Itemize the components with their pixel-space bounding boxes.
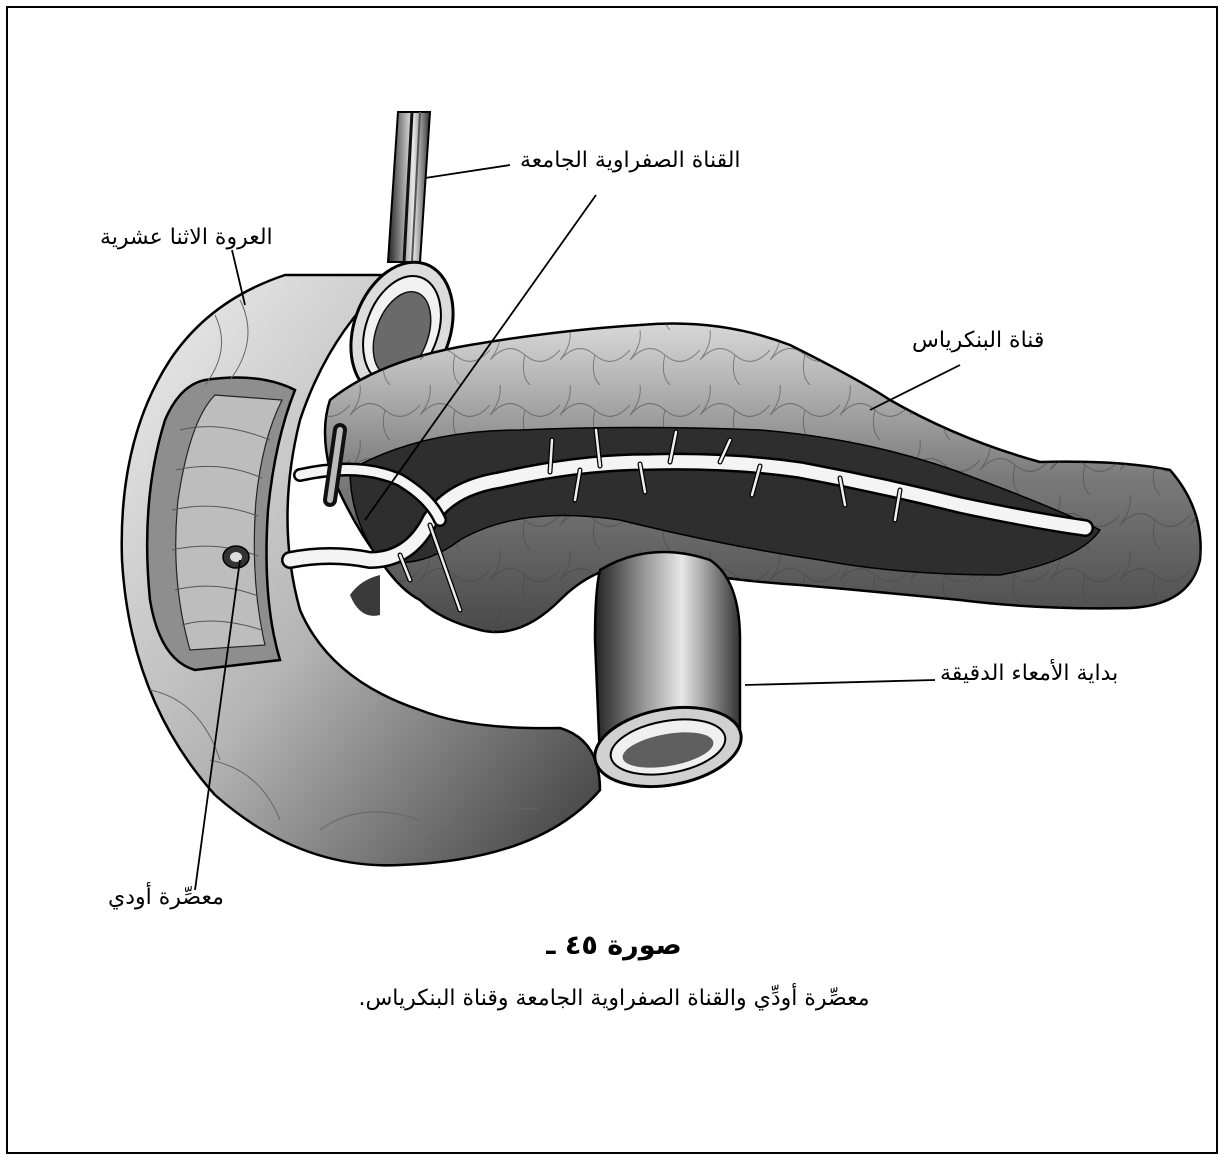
label-pancreatic-duct: قناة البنكرياس bbox=[912, 330, 1044, 352]
figure-caption: معصِّرة أودِّي والقناة الصفراوية الجامعة… bbox=[0, 986, 1228, 1011]
figure-number: صورة ٤٥ ـ bbox=[0, 930, 1228, 961]
pancreas bbox=[325, 324, 1201, 632]
label-sphincter-of-oddi: معصِّرة أودي bbox=[108, 887, 224, 909]
label-common-bile-duct: القناة الصفراوية الجامعة bbox=[520, 150, 741, 172]
label-duodenal-loop: العروة الاثنا عشرية bbox=[100, 227, 273, 249]
jejunum-tube bbox=[589, 552, 748, 797]
label-small-intestine-start: بداية الأمعاء الدقيقة bbox=[940, 663, 1118, 685]
bile-duct-tube bbox=[388, 112, 430, 262]
